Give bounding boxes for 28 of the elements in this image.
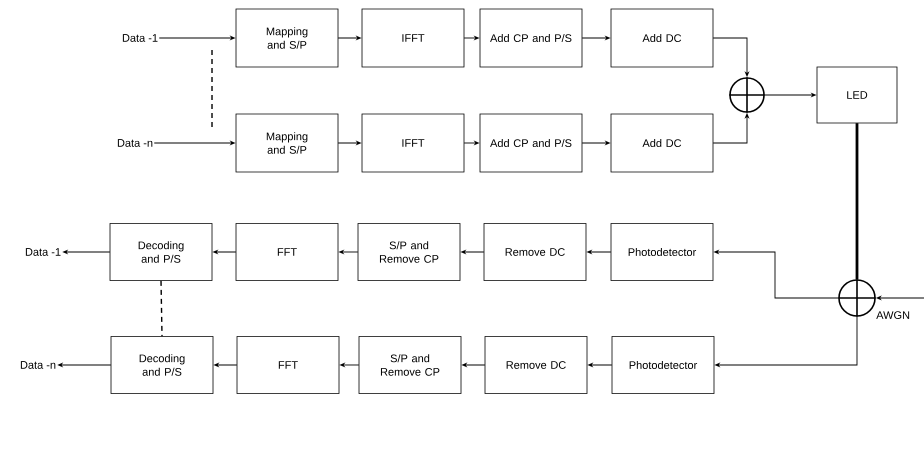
process-box: IFFT [362,8,464,68]
process-box: Add CP and P/S [480,114,582,172]
data-label: Data -n [20,361,56,369]
process-box: Photodetector [612,336,714,394]
process-box: Remove DC [484,336,588,394]
process-box: Decoding and P/S [110,223,212,281]
data-label: Data -1 [26,248,60,256]
process-box: Add CP and P/S [480,8,582,68]
process-box: Mapping and S/P [236,114,338,172]
data-label: Data -n [118,139,152,147]
process-box: LED [816,66,898,124]
process-box: Remove DC [484,223,586,281]
node-caption: AWGN [876,311,910,319]
summing-junction [838,279,876,317]
summing-junction [729,77,765,113]
connector-line [160,280,163,336]
process-box: Add DC [610,8,714,68]
data-label: Data -1 [122,34,158,42]
process-box: FFT [236,223,338,281]
process-box: S/P and Remove CP [358,336,462,394]
process-box: S/P and Remove CP [358,223,460,281]
process-box: Mapping and S/P [236,8,338,68]
process-box: Photodetector [610,223,714,281]
process-box: IFFT [362,114,464,172]
process-box: Decoding and P/S [110,336,214,394]
connector-line [856,123,858,280]
process-box: Add DC [610,114,714,172]
process-box: FFT [236,336,340,394]
